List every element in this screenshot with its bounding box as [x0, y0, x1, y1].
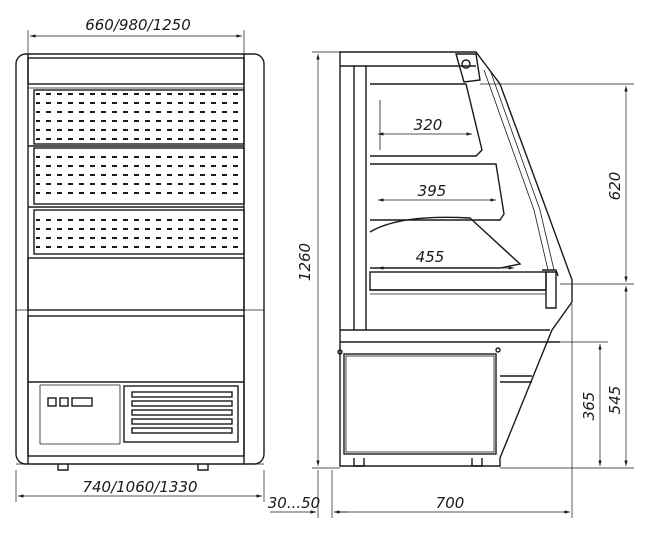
- front-width-label: 660/980/1250: [85, 16, 191, 34]
- side-depth-dimensions: 700 30...50: [268, 304, 573, 518]
- inner-base-height-label: 365: [580, 392, 598, 421]
- front-control-panel: [28, 381, 244, 445]
- shelf-middle-depth-label: 395: [418, 182, 447, 200]
- side-total-height-label: 1260: [296, 243, 314, 281]
- side-body: [339, 51, 573, 467]
- shelf-bottom-depth-label: 455: [416, 248, 445, 266]
- side-right-dimensions: 620 365 545: [480, 83, 634, 469]
- shelf-depth-dimensions: 320 395 455: [378, 116, 514, 270]
- side-view: 1260 3: [268, 51, 634, 518]
- display-height-label: 620: [606, 172, 624, 201]
- front-view: 660/980/1250: [15, 16, 265, 502]
- side-lower-compartment: [337, 347, 532, 467]
- front-width-dimension: 660/980/1250: [27, 16, 245, 58]
- side-shelves: [369, 83, 559, 309]
- front-overall-width-dimension: 740/1060/1330: [15, 470, 265, 502]
- shelf-top-depth-label: 320: [414, 116, 443, 134]
- front-shelves: [28, 89, 245, 255]
- front-ventilation-grille: [123, 385, 239, 443]
- front-feet: [16, 463, 264, 471]
- depth-label: 700: [436, 494, 465, 512]
- side-total-height-dimension: 1260: [296, 51, 340, 469]
- base-height-label: 545: [606, 386, 624, 415]
- feet-adjust-label: 30...50: [268, 494, 320, 512]
- front-overall-width-label: 740/1060/1330: [82, 478, 197, 496]
